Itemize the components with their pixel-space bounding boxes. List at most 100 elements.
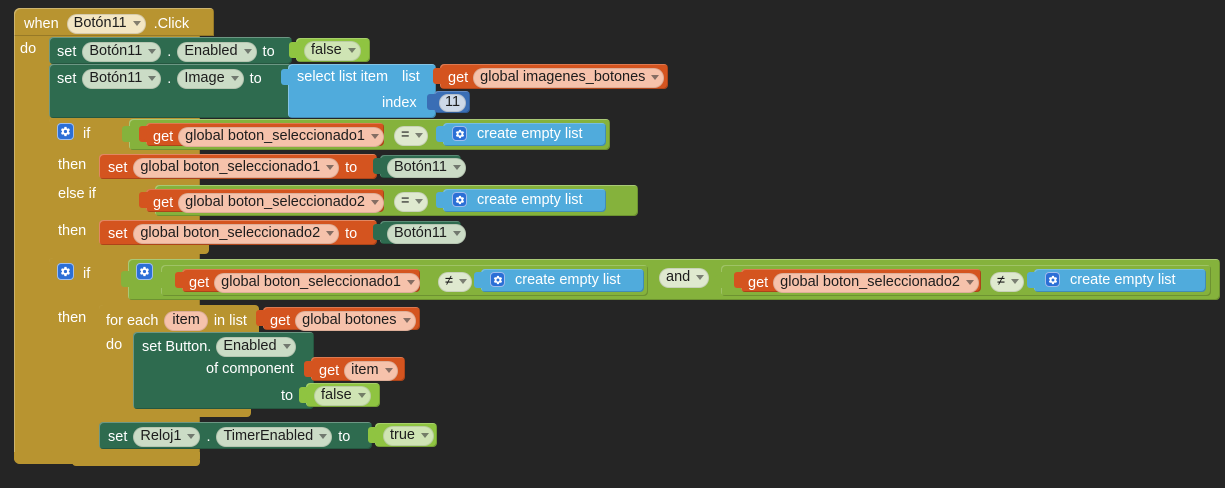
compare-operator-dropdown-4[interactable]: ≠ <box>990 272 1024 292</box>
set-timer-component-dropdown[interactable]: Reloj1 <box>133 427 201 447</box>
gear-icon <box>60 126 70 137</box>
create-empty-list-label-2: create empty list <box>477 192 583 208</box>
get-label: get <box>448 69 469 86</box>
get-seleccionado2-label-1: global boton_seleccionado2 <box>185 194 365 210</box>
create-empty-list-block-1[interactable] <box>436 123 606 146</box>
set-enabled-property-dropdown[interactable]: Enabled <box>177 42 257 62</box>
dot-separator: . <box>167 70 172 87</box>
chevron-down-icon <box>326 164 335 170</box>
chevron-down-icon <box>452 164 461 170</box>
and-operator-dropdown[interactable]: and <box>659 268 710 288</box>
number-index-value: 11 <box>445 94 461 110</box>
set-enabled-component-label: Botón11 <box>89 43 143 59</box>
value-plug <box>373 158 382 174</box>
compare-operator-dropdown-1[interactable]: = <box>394 126 429 146</box>
set-global-seleccionado1-dropdown[interactable]: global boton_seleccionado1 <box>133 158 340 178</box>
component-boton11-dropdown-2[interactable]: Botón11 <box>387 224 466 244</box>
set-image-property-dropdown[interactable]: Image <box>177 69 244 89</box>
chevron-down-icon <box>148 75 157 81</box>
and-operator-label: and <box>666 269 691 285</box>
get-seleccionado1-label-1: global boton_seleccionado1 <box>185 128 365 144</box>
foreach-item-field[interactable]: item <box>164 311 208 331</box>
value-plug <box>154 272 163 288</box>
set-generic-property-dropdown[interactable]: Enabled <box>216 337 296 357</box>
value-plug <box>121 271 130 287</box>
get-seleccionado1-dropdown-2[interactable]: global boton_seleccionado1 <box>214 273 420 293</box>
foreach-inlist-label: in list <box>213 312 247 329</box>
set-enabled-component-dropdown[interactable]: Botón11 <box>82 42 162 62</box>
logic-true-label: true <box>390 427 415 443</box>
set-timer-component-label: Reloj1 <box>140 428 182 444</box>
logic-false-label-1: false <box>311 42 342 58</box>
when-label: when <box>24 15 59 32</box>
set-generic-property-label: Enabled <box>223 338 277 354</box>
get-label: get <box>189 274 210 291</box>
value-plug <box>436 192 445 208</box>
component-boton11-dropdown-1[interactable]: Botón11 <box>387 158 466 178</box>
get-label: get <box>153 194 174 211</box>
set-image-component-dropdown[interactable]: Botón11 <box>82 69 162 89</box>
of-component-label: of component <box>206 361 294 377</box>
chevron-down-icon <box>230 75 239 81</box>
set-global-seleccionado2-dropdown[interactable]: global boton_seleccionado2 <box>133 224 340 244</box>
logic-true-dropdown[interactable]: true <box>383 426 434 446</box>
gear-icon <box>139 266 149 277</box>
then-label-3: then <box>58 310 87 326</box>
chevron-down-icon <box>148 48 157 54</box>
set-generic-header-row: set Button. Enabled <box>142 337 296 357</box>
event-component-dropdown[interactable]: Botón11 <box>66 14 146 34</box>
mutator-gear-icon[interactable] <box>1045 272 1060 287</box>
logic-false-dropdown-1[interactable]: false <box>304 41 361 61</box>
set-image-row: set Botón11 . Image to <box>57 69 262 89</box>
chevron-down-icon <box>402 317 411 323</box>
gear-icon <box>455 195 464 204</box>
number-index-field[interactable]: 11 <box>439 94 467 112</box>
value-plug <box>433 68 442 84</box>
mutator-gear-icon[interactable] <box>490 272 505 287</box>
to-label: to <box>345 225 358 242</box>
value-plug <box>474 272 483 288</box>
value-plug <box>139 126 148 142</box>
chevron-down-icon <box>1010 278 1019 284</box>
create-empty-list-block-2[interactable] <box>436 189 606 212</box>
set-timer-property-dropdown[interactable]: TimerEnabled <box>216 427 333 447</box>
gear-icon <box>1048 275 1057 284</box>
value-plug <box>714 272 723 288</box>
chevron-down-icon <box>965 279 974 285</box>
chevron-down-icon <box>326 230 335 236</box>
select-list-item-block[interactable] <box>281 64 436 118</box>
get-item-dropdown[interactable]: item <box>344 361 398 381</box>
set-image-property-label: Image <box>184 70 225 86</box>
mutator-gear-icon[interactable] <box>452 192 467 207</box>
get-seleccionado2-dropdown-2[interactable]: global boton_seleccionado2 <box>773 273 979 293</box>
create-empty-list-block-3[interactable] <box>474 269 644 292</box>
compare-operator-dropdown-2[interactable]: = <box>394 192 429 212</box>
to-label: to <box>345 159 358 176</box>
value-plug <box>256 310 265 326</box>
get-label: get <box>270 312 291 329</box>
mutator-gear-icon[interactable] <box>136 263 153 280</box>
value-plug <box>299 387 308 403</box>
mutator-gear-icon[interactable] <box>452 126 467 141</box>
get-imagenes-variable-dropdown[interactable]: global imagenes_botones <box>473 68 665 88</box>
chevron-down-icon <box>187 433 196 439</box>
then-label-2: then <box>58 223 87 239</box>
logic-false-dropdown-2[interactable]: false <box>314 386 371 406</box>
value-plug <box>1027 272 1036 288</box>
chevron-down-icon <box>132 20 141 26</box>
event-block-bottom-tail <box>72 460 200 466</box>
chevron-down-icon <box>347 47 356 53</box>
value-plug <box>281 69 290 85</box>
get-seleccionado1-dropdown-1[interactable]: global boton_seleccionado1 <box>178 127 384 147</box>
value-plug <box>734 272 743 288</box>
mutator-gear-icon[interactable] <box>57 263 74 280</box>
compare-operator-dropdown-3[interactable]: ≠ <box>438 272 472 292</box>
get-botones-dropdown[interactable]: global botones <box>295 311 416 331</box>
select-list-item-label: select list item <box>297 69 389 85</box>
chevron-down-icon <box>243 48 252 54</box>
mutator-gear-icon[interactable] <box>57 123 74 140</box>
to-label: to <box>262 43 275 60</box>
get-seleccionado2-dropdown-1[interactable]: global boton_seleccionado2 <box>178 193 384 213</box>
create-empty-list-block-4[interactable] <box>1027 269 1206 292</box>
